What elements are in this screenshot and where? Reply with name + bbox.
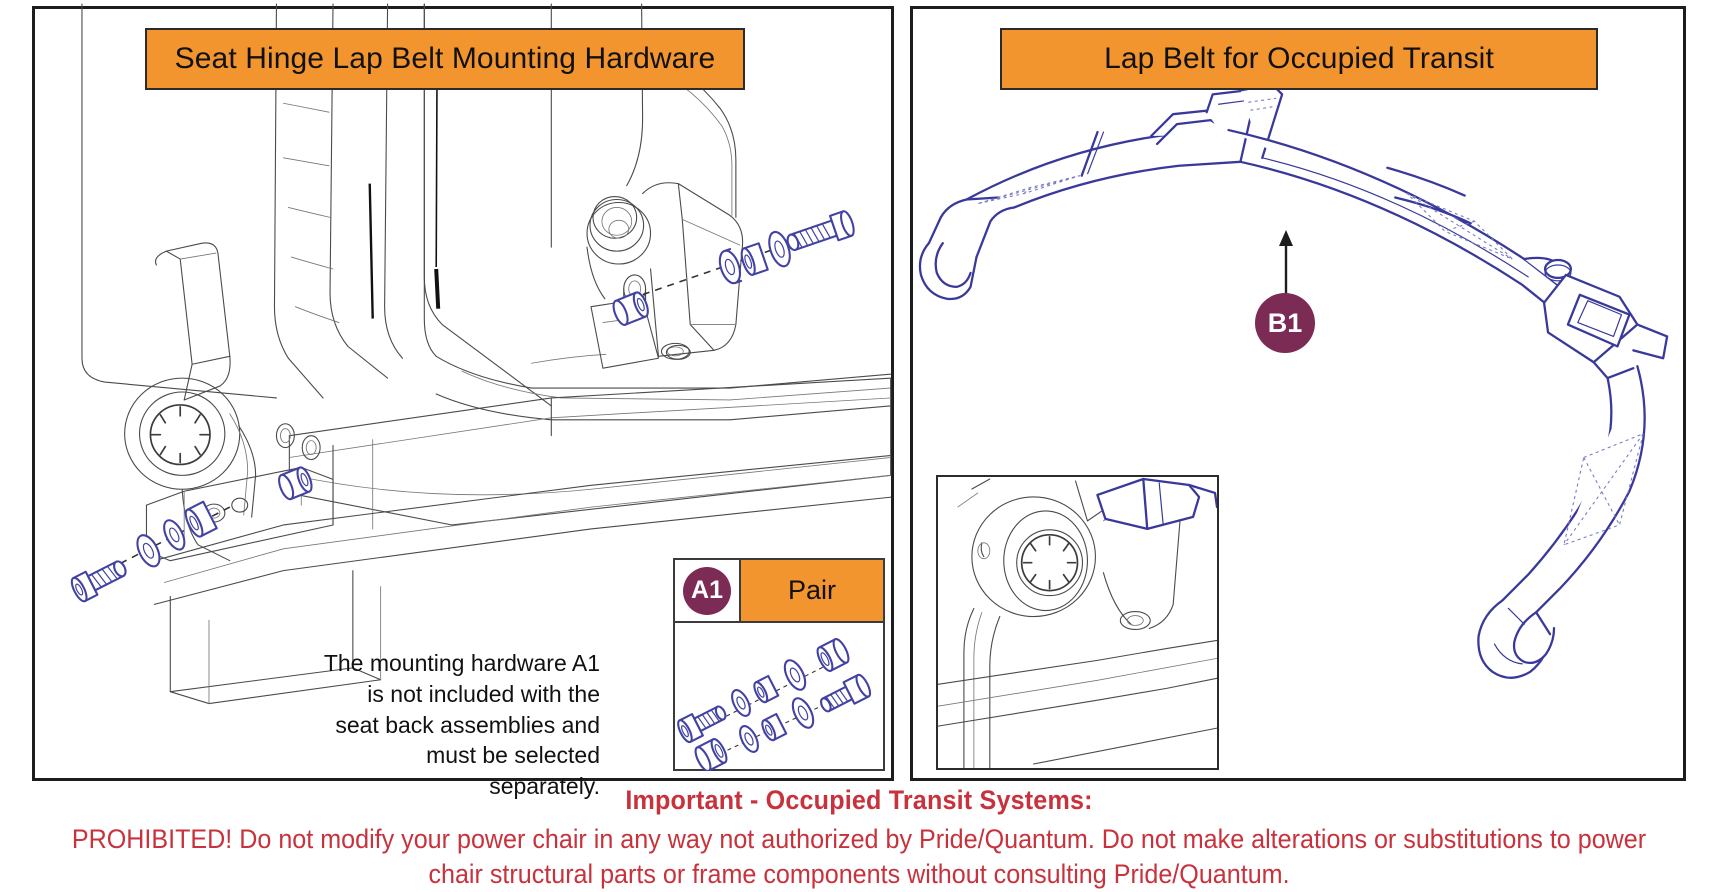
left-seat-hinge: [124, 242, 334, 562]
parts-legend-image-cell: [675, 623, 883, 771]
right-seat-hinge: [586, 182, 744, 369]
hardware-note-text: The mounting hardware A1 is not included…: [323, 650, 600, 800]
warning-heading: Important - Occupied Transit Systems:: [625, 785, 1093, 815]
seat-back-cushion: [81, 3, 892, 421]
callout-b1: B1: [1255, 293, 1315, 353]
panel-right-title-text: Lap Belt for Occupied Transit: [1104, 42, 1494, 75]
lap-belt-mounting-detail-inset: [936, 475, 1219, 770]
parts-legend-table: A1 Pair: [673, 558, 885, 771]
hardware-exploded-upper: [630, 210, 855, 300]
item-badge-b1: B1: [1255, 293, 1315, 353]
hardware-exploded-lower: [70, 500, 231, 603]
item-badge-a1: A1: [683, 566, 731, 615]
important-warning-block: Important - Occupied Transit Systems: PR…: [0, 785, 1718, 892]
lap-belt-illustration: [918, 83, 1669, 679]
parts-legend-header: A1 Pair: [675, 560, 883, 623]
seat-assembly-illustration: [70, 3, 892, 705]
parts-legend-code-cell: A1: [675, 560, 741, 623]
parts-legend-quantity-cell: Pair: [741, 560, 883, 623]
panel-left-title-text: Seat Hinge Lap Belt Mounting Hardware: [174, 42, 716, 75]
b1-pointer-arrow: [1279, 230, 1293, 296]
hinge-spring: [586, 195, 652, 300]
panel-left-title: Seat Hinge Lap Belt Mounting Hardware: [145, 28, 745, 90]
panel-seat-hinge-hardware: [32, 3, 894, 781]
panel-right-title: Lap Belt for Occupied Transit: [1000, 28, 1598, 90]
warning-body: PROHIBITED! Do not modify your power cha…: [71, 824, 1647, 890]
hardware-hinge-bolt: [612, 291, 649, 326]
mounting-detail-illustration: [938, 477, 1217, 768]
hardware-bracket-bolt: [278, 466, 313, 501]
hardware-kit-illustration: [677, 638, 872, 771]
